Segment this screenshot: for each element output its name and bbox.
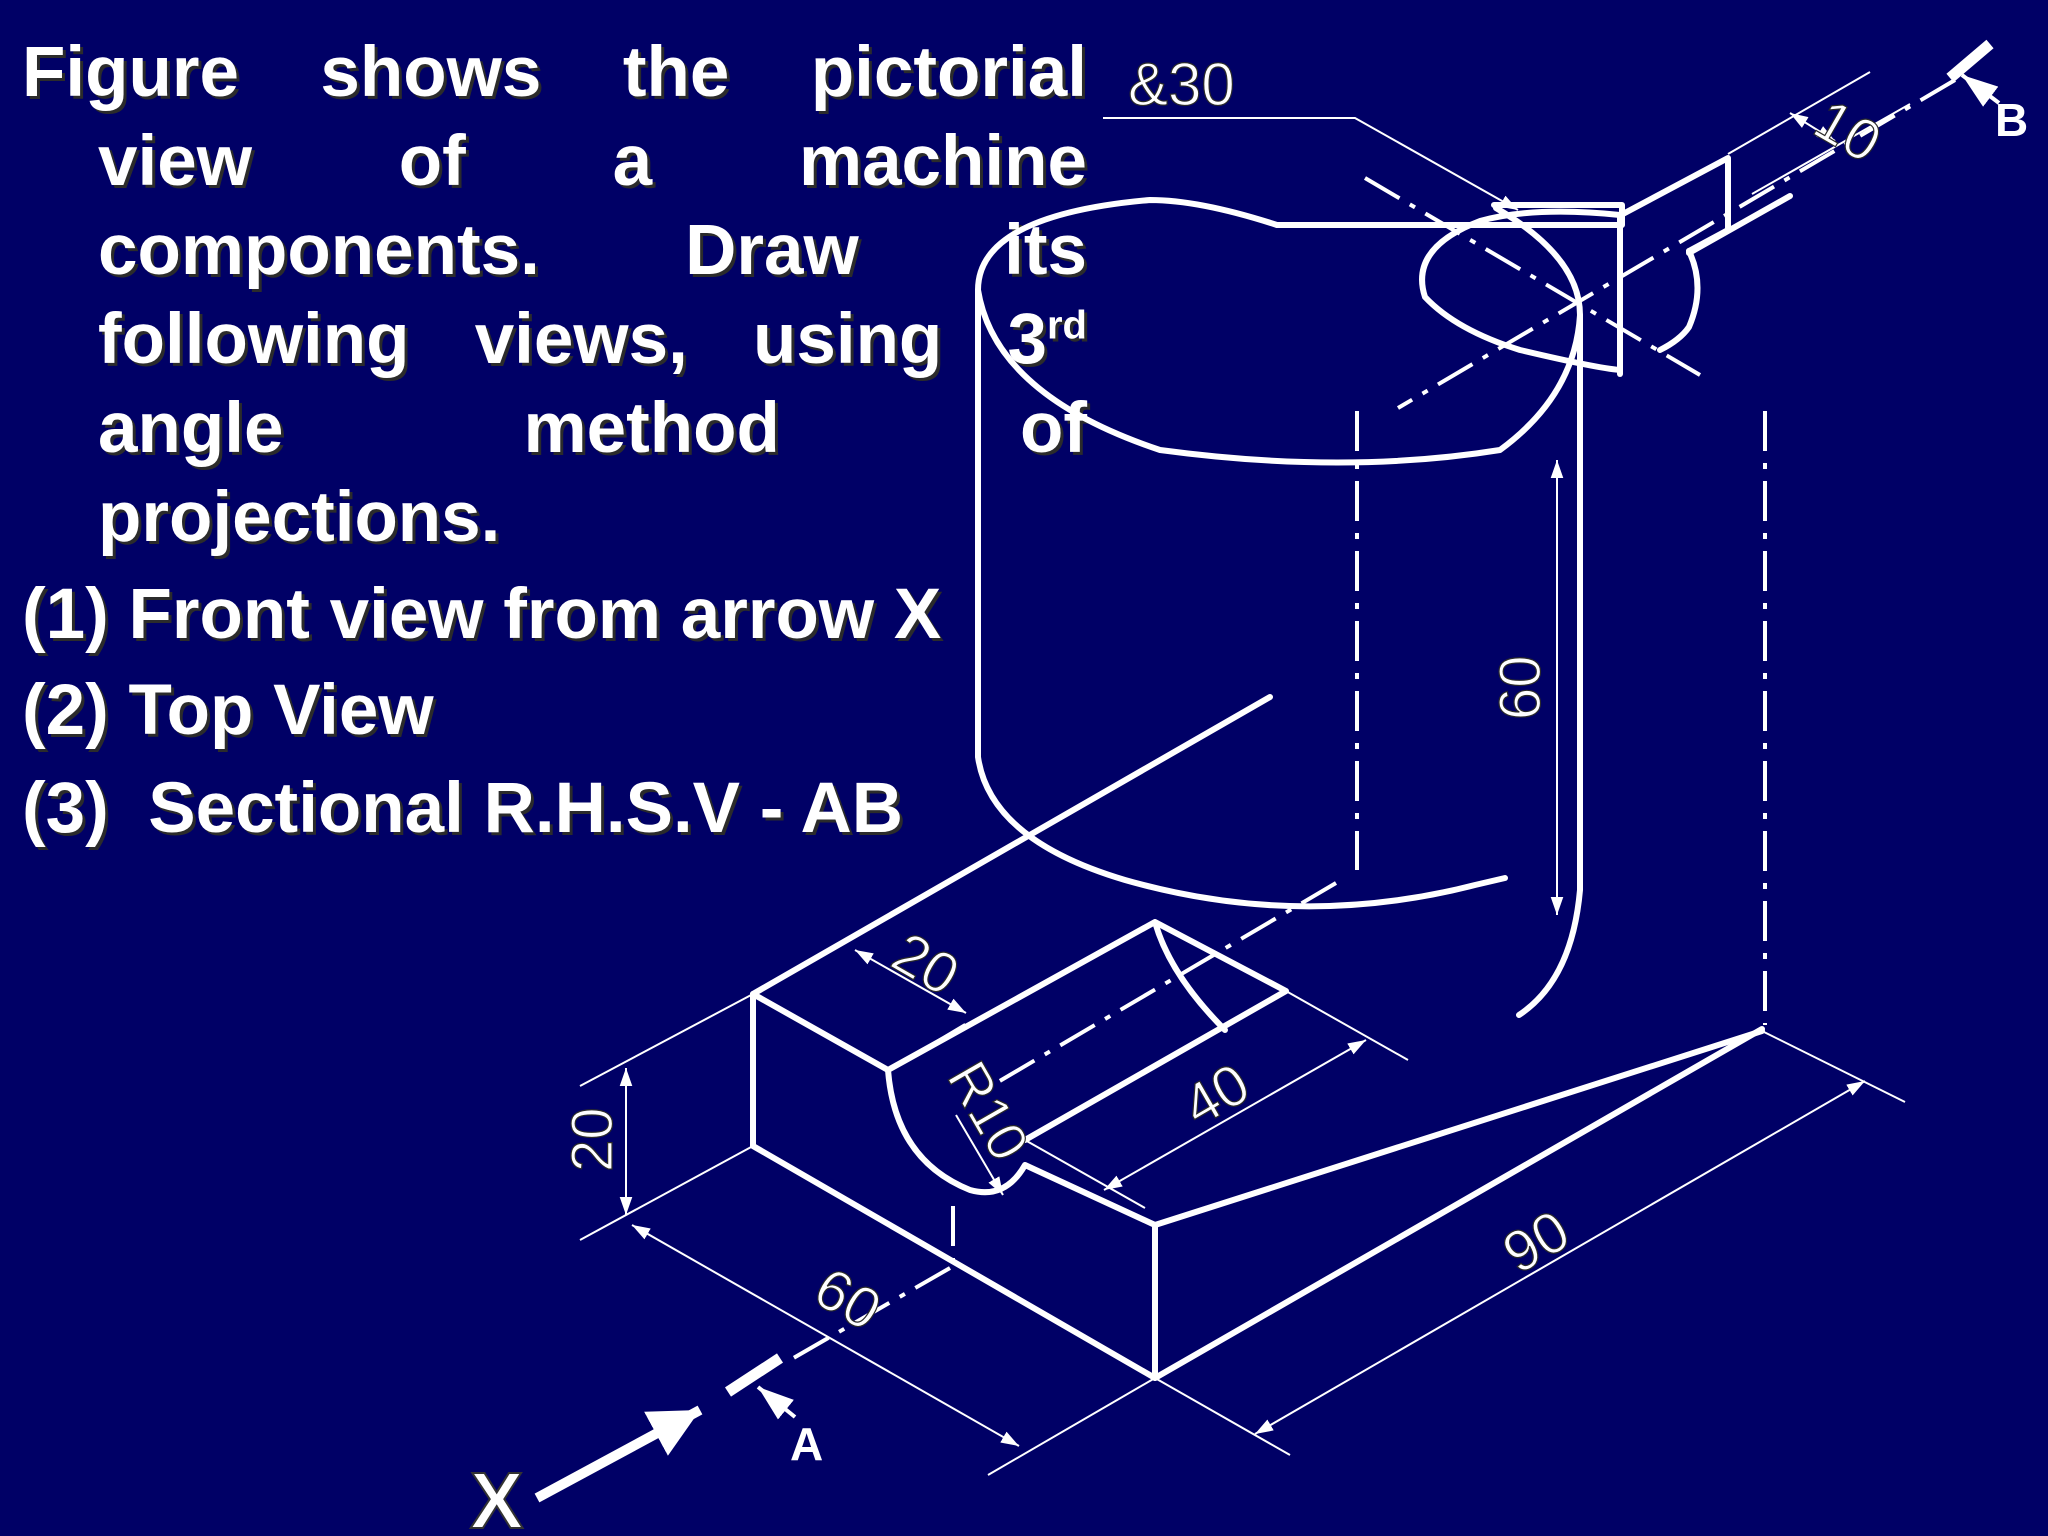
view-item-section: (3) Sectional R.H.S.V - AB xyxy=(22,769,904,848)
view-item-front: (1) Front view from arrow X xyxy=(22,575,942,654)
cylinder-right-side xyxy=(1516,312,1583,1018)
dim-slot-10 xyxy=(1789,112,1836,142)
slot-top-outline xyxy=(1618,155,1793,256)
ext-base-width-60 xyxy=(987,1377,1156,1476)
dim-base-width-60 xyxy=(631,1224,1020,1447)
base-slot xyxy=(885,919,1289,1228)
section-line-base xyxy=(996,881,1338,1084)
section-a-bar xyxy=(724,1353,784,1397)
label-section-b: B xyxy=(1995,94,2028,146)
label-view-x: X xyxy=(470,1456,523,1536)
slot-outline xyxy=(1274,202,1625,228)
dim-text-base-height-20: 20 xyxy=(560,1107,625,1172)
ext-slot-length-40 xyxy=(1024,990,1409,1209)
dim-slot-width-20 xyxy=(854,949,967,1014)
problem-line-6: projections. xyxy=(98,478,501,557)
cylinder-left-side xyxy=(975,287,1508,910)
object-outline xyxy=(750,155,1793,1381)
problem-line-4: following views, using 3rd xyxy=(98,300,1087,379)
ordinal-superscript: rd xyxy=(1046,303,1087,348)
dim-radius-10 xyxy=(955,1114,1004,1196)
section-b-arrow xyxy=(1960,73,2001,107)
ext-base-length-90 xyxy=(1154,1030,1906,1456)
dim-text-radius-10: R10 xyxy=(936,1051,1042,1171)
center-lines xyxy=(789,78,1957,1362)
leader-dia-30 xyxy=(1103,117,1519,211)
problem-line-2: view of a machine xyxy=(98,122,1087,201)
section-a-arrow xyxy=(756,1385,797,1420)
view-arrow-x xyxy=(534,1405,703,1503)
problem-line-5: angle method of xyxy=(98,389,1087,468)
base-right-lower-edge xyxy=(1152,1026,1765,1381)
label-section-a: A xyxy=(790,1418,823,1470)
centerline-x xyxy=(1363,176,1702,377)
ext-slot-width-20 xyxy=(752,945,966,1071)
problem-line-3: components. Draw its xyxy=(98,211,1087,290)
dim-text-base-length-90: 90 xyxy=(1492,1198,1580,1287)
centerline-ab xyxy=(1396,78,1957,410)
cylinder-top-ellipse xyxy=(975,197,1583,466)
dim-text-slot-length-40: 40 xyxy=(1172,1051,1260,1140)
problem-line-1: Figure shows the pictorial xyxy=(22,33,1087,112)
dimension-lines xyxy=(579,71,1911,1476)
section-markers xyxy=(724,39,2001,1420)
dim-slot-length-40 xyxy=(1103,1039,1367,1191)
ext-base-height-20 xyxy=(579,993,754,1241)
dim-text-height-60: 60 xyxy=(1488,655,1553,720)
dim-text-dia-30: &30 xyxy=(1128,51,1235,118)
view-item-top: (2) Top View xyxy=(22,671,434,750)
dim-text-slot-width-20: 20 xyxy=(882,920,970,1009)
dim-base-length-90 xyxy=(1254,1080,1866,1435)
problem-statement: Figure shows the pictorial view of a mac… xyxy=(22,28,1087,562)
section-b-bar xyxy=(1946,39,1994,83)
base-top-back-edge xyxy=(750,694,1273,997)
bore-ellipse xyxy=(1419,208,1701,373)
